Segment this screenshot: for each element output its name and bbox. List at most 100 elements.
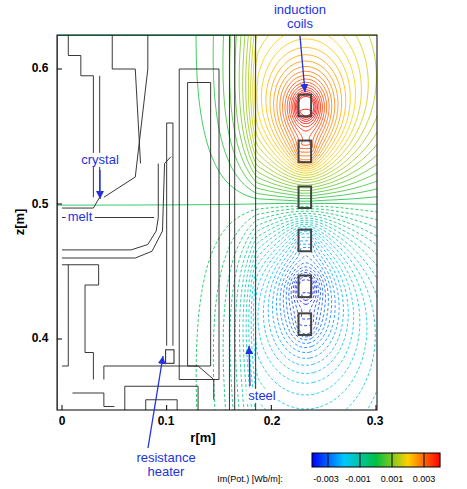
- contour-line: [277, 67, 335, 163]
- colorbar-cell: [337, 453, 338, 467]
- furnace-part: [229, 35, 230, 410]
- contour-lines: [57, 35, 377, 410]
- colorbar-cell: [329, 453, 330, 467]
- contour-line: [57, 35, 377, 410]
- contour-line: [57, 35, 377, 410]
- colorbar-cell: [325, 453, 326, 467]
- contour-line: [57, 35, 377, 410]
- colorbar-cell: [350, 453, 351, 467]
- furnace-part: [172, 123, 173, 346]
- part-label: steel: [246, 389, 277, 403]
- colorbar-cell: [404, 453, 405, 467]
- contour-line: [289, 85, 322, 145]
- colorbar-cell: [385, 453, 386, 467]
- colorbar-cell: [318, 453, 319, 467]
- colorbar-cell: [423, 453, 424, 467]
- plot-area: [57, 35, 377, 410]
- furnace-part: [167, 123, 173, 124]
- contour-line: [57, 35, 377, 410]
- part-label: induction coils: [264, 3, 336, 32]
- colorbar-tick: [360, 453, 361, 467]
- colorbar-cell: [322, 453, 323, 467]
- colorbar-cell: [316, 453, 317, 467]
- colorbar-cell: [398, 453, 399, 467]
- contour-line: [57, 35, 377, 410]
- colorbar-cell: [390, 453, 391, 467]
- colorbar-tick: [392, 453, 393, 467]
- axis-ticks: [57, 69, 376, 410]
- contour-line: [266, 47, 346, 167]
- contour-line: [235, 35, 377, 191]
- colorbar-cell: [343, 453, 344, 467]
- colorbar-cell: [389, 453, 390, 467]
- contour-line: [297, 95, 315, 120]
- colorbar-cell: [384, 453, 385, 467]
- coil: [299, 230, 312, 252]
- colorbar: [312, 453, 440, 467]
- colorbar-cell: [408, 453, 409, 467]
- colorbar-cell: [371, 453, 372, 467]
- contour-line: [57, 35, 377, 410]
- colorbar-cell: [416, 453, 417, 467]
- leader-arrow: [300, 36, 305, 92]
- furnace-part: [179, 69, 219, 380]
- colorbar-cell: [435, 453, 436, 467]
- colorbar-cell: [341, 453, 342, 467]
- coil: [299, 276, 312, 298]
- colorbar-cell: [414, 453, 415, 467]
- contour-line: [57, 35, 377, 410]
- colorbar-cell: [363, 453, 364, 467]
- colorbar-cell: [338, 453, 339, 467]
- contour-line: [57, 35, 377, 410]
- furnace-part: [234, 35, 235, 410]
- colorbar-cell: [319, 453, 320, 467]
- colorbar-cell: [315, 453, 316, 467]
- contour-line: [280, 71, 332, 160]
- colorbar-cell: [360, 453, 361, 467]
- colorbar-cell: [409, 453, 410, 467]
- contour-line: [270, 55, 342, 166]
- contour-line: [57, 35, 377, 410]
- contour-line: [57, 35, 377, 410]
- contour-line: [230, 35, 377, 193]
- colorbar-tick-label: 0.001: [381, 475, 404, 485]
- colorbar-cell: [345, 453, 346, 467]
- coil: [299, 95, 312, 117]
- colorbar-cell: [369, 453, 370, 467]
- induction-coils: [299, 95, 312, 335]
- contour-line: [57, 35, 377, 410]
- colorbar-cell: [428, 453, 429, 467]
- contour-line: [57, 35, 377, 410]
- plot-frame: [57, 35, 377, 410]
- colorbar-cell: [382, 453, 383, 467]
- colorbar-cell: [353, 453, 354, 467]
- colorbar-cell: [396, 453, 397, 467]
- contour-line: [291, 87, 321, 131]
- furnace-part: [62, 265, 99, 380]
- tick-label: 0.2: [264, 415, 281, 428]
- contour-line: [257, 35, 355, 171]
- contour-line: [223, 35, 377, 196]
- tick: [271, 405, 272, 410]
- colorbar-cell: [433, 453, 434, 467]
- colorbar-cell: [356, 453, 357, 467]
- colorbar-cell: [333, 453, 334, 467]
- axis-title: r[m]: [190, 431, 215, 445]
- colorbar-cell: [421, 453, 422, 467]
- colorbar-tick: [328, 453, 329, 467]
- contour-line: [239, 35, 377, 188]
- colorbar-cell: [412, 453, 413, 467]
- furnace-part: [62, 157, 171, 258]
- colorbar-cell: [388, 453, 389, 467]
- colorbar-cell: [317, 453, 318, 467]
- tick: [166, 405, 167, 410]
- colorbar-cell: [400, 453, 401, 467]
- contour-line: [57, 35, 377, 410]
- colorbar-cell: [330, 453, 331, 467]
- contour-line: [261, 39, 350, 169]
- furnace-part: [146, 400, 177, 410]
- contour-line: [57, 35, 377, 410]
- colorbar-cell: [407, 453, 408, 467]
- colorbar-cell: [430, 453, 431, 467]
